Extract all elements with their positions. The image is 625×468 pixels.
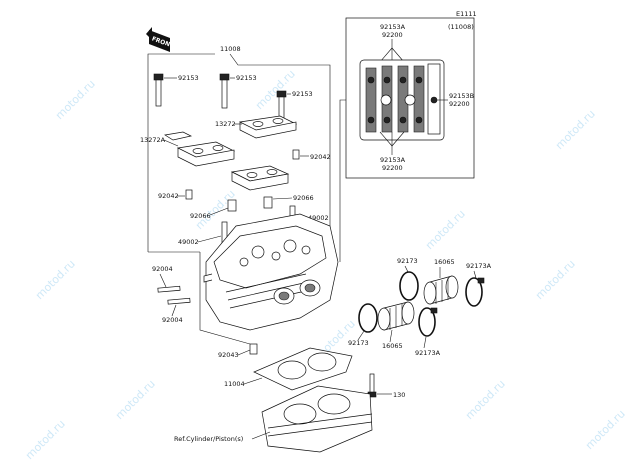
label-130: 130	[393, 391, 405, 399]
bolt-92153-c	[276, 90, 287, 119]
label-16065-a: 16065	[434, 258, 455, 266]
label-92153-a: 92153	[178, 74, 199, 82]
label-49002-b: 49002	[178, 238, 199, 246]
label-92004-b: 92004	[162, 316, 183, 324]
cylinder-block-reference	[261, 385, 373, 453]
inset-head-top-view	[359, 59, 445, 141]
watermark: motod.ru	[553, 107, 598, 152]
clamp-92173a-lower	[418, 307, 438, 337]
label-92153-c: 92153	[292, 90, 313, 98]
label-13272: 13272	[215, 120, 236, 128]
clamp-92173-upper	[399, 271, 419, 301]
camshaft-cap-13272a	[176, 141, 236, 167]
stud-92004-a	[157, 285, 181, 293]
label-92043: 92043	[218, 351, 239, 359]
intake-holder-16065-lower	[377, 301, 415, 331]
plug-92066-a	[227, 199, 237, 212]
watermark: motod.ru	[583, 407, 625, 452]
label-92173-b: 92173	[348, 339, 369, 347]
clamp-92173a-upper	[465, 277, 485, 307]
inset-panel: E1111 (11008) 92153A 92200 92153B	[345, 10, 477, 179]
inset-label-92153b: 92153B	[449, 92, 474, 100]
bolt-92153-b	[219, 73, 230, 109]
label-11008: 11008	[220, 45, 241, 53]
watermark: motod.ru	[53, 77, 98, 122]
label-92004-a: 92004	[152, 265, 173, 273]
clamp-92173-lower	[358, 303, 378, 333]
camshaft-cap-13272	[239, 115, 298, 139]
watermark: motod.ru	[23, 417, 68, 462]
label-16065-b: 16065	[382, 342, 403, 350]
label-92066-a: 92066	[190, 212, 211, 220]
label-13272A: 13272A	[140, 136, 166, 144]
head-gasket-11004	[253, 347, 353, 391]
label-92173A-b: 92173A	[415, 349, 441, 357]
watermark: motod.ru	[463, 377, 508, 422]
bolt-92153-a	[153, 73, 164, 107]
watermark: motod.ru	[33, 257, 78, 302]
dowel-pin-92042-b	[185, 189, 193, 200]
plug-92066-b	[263, 196, 273, 209]
inset-label-92153a-top: 92153A	[380, 23, 406, 31]
watermark: motod.ru	[113, 377, 158, 422]
front-arrow-icon: FRONT	[146, 27, 176, 52]
dowel-92043	[249, 343, 258, 355]
cylinder-head	[203, 213, 339, 331]
camshaft-cap-left-upper	[164, 131, 193, 141]
label-11004: 11004	[224, 380, 245, 388]
label-49002-a: 49002	[308, 214, 329, 222]
label-92153-b: 92153	[236, 74, 257, 82]
label-92173-a: 92173	[397, 257, 418, 265]
label-92042-b: 92042	[158, 192, 179, 200]
label-92066-b: 92066	[293, 194, 314, 202]
inset-label-92200-top: 92200	[382, 31, 403, 39]
intake-holder-16065-upper	[423, 275, 459, 305]
label-92042-a: 92042	[310, 153, 331, 161]
label-92173A-a: 92173A	[466, 262, 492, 270]
watermark: motod.ru	[423, 207, 468, 252]
inset-label-92200-right: 92200	[449, 100, 470, 108]
diagram-code: E1111	[456, 10, 477, 18]
inset-label-92153a-bot: 92153A	[380, 156, 406, 164]
watermark: motod.ru	[533, 257, 578, 302]
stud-92004-b	[167, 297, 191, 305]
dowel-pin-92042-a	[292, 149, 300, 160]
inset-label-92200-bot: 92200	[382, 164, 403, 172]
camshaft-cap-right	[230, 165, 290, 191]
label-ref-cylinder: Ref.Cylinder/Piston(s)	[174, 435, 243, 443]
inset-ref: (11008)	[448, 23, 474, 31]
